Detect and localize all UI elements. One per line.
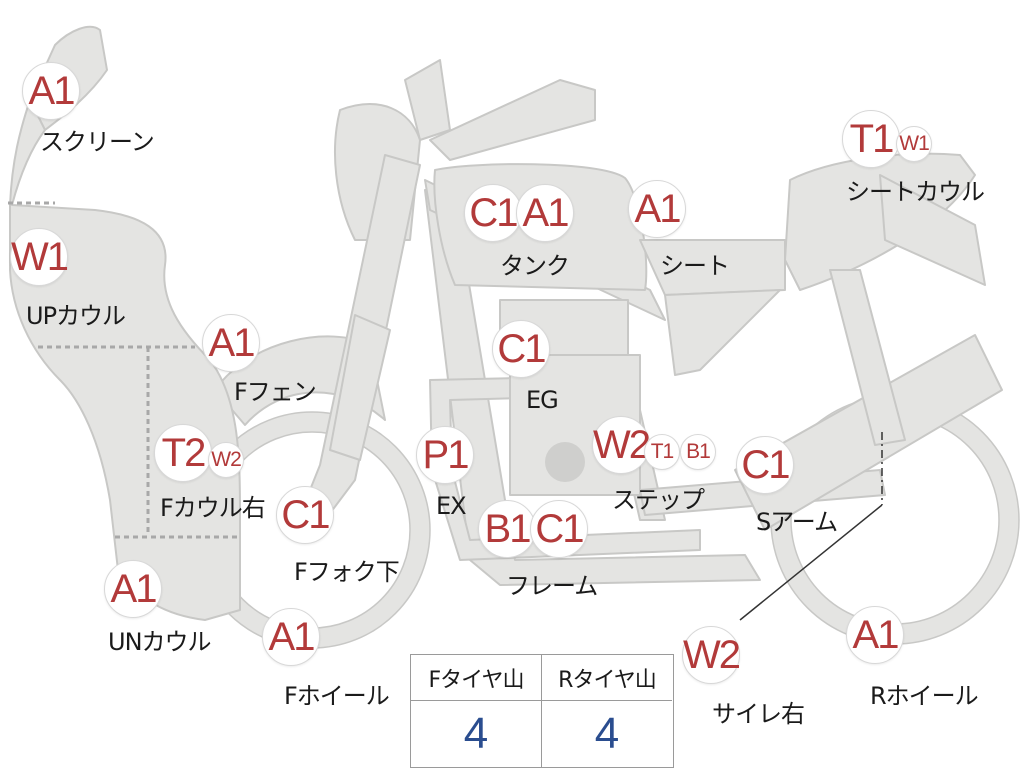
engine-badge-c1[interactable]: C1: [492, 320, 550, 378]
frame-badge-c1[interactable]: C1: [530, 500, 588, 558]
f-cowl-right-label: Fカウル右: [160, 494, 266, 522]
silencer-right-badge-w2[interactable]: W2: [682, 626, 741, 684]
r-wheel-badge-a1[interactable]: A1: [846, 606, 904, 664]
engine-label: EG: [526, 386, 559, 414]
f-fender-label: Fフェン: [234, 378, 317, 406]
seat-shape: [639, 239, 786, 296]
rear-tire-header: Rタイヤ山: [542, 655, 672, 701]
exhaust-label: EX: [436, 492, 467, 520]
swingarm-shape: [734, 334, 1003, 531]
step-label: ステップ: [612, 486, 705, 514]
screen-badge-a1[interactable]: A1: [22, 62, 80, 120]
step-badge-w2[interactable]: W2: [592, 416, 651, 474]
f-fork-lower-badge-c1[interactable]: C1: [276, 486, 334, 544]
seat-cowl-badge-w1[interactable]: W1: [896, 126, 932, 162]
tank-badge-a1[interactable]: A1: [516, 184, 574, 242]
frame-badge-b1[interactable]: B1: [478, 500, 536, 558]
seat-cowl-badge-t1[interactable]: T1: [842, 110, 900, 168]
tank-label: タンク: [500, 252, 570, 280]
f-wheel-badge-a1[interactable]: A1: [262, 608, 320, 666]
silencer-right-label: サイレ右: [712, 700, 805, 728]
frame-label: フレーム: [506, 572, 598, 600]
seat-badge-a1[interactable]: A1: [628, 180, 686, 238]
step-badge-t1[interactable]: T1: [644, 434, 680, 470]
f-cowl-right-badge-w2[interactable]: W2: [208, 442, 244, 478]
step-badge-b1[interactable]: B1: [680, 434, 716, 470]
seat-label: シート: [660, 252, 730, 280]
r-wheel-label: Rホイール: [870, 682, 979, 710]
up-cowl-label: UPカウル: [26, 302, 126, 330]
s-arm-badge-c1[interactable]: C1: [736, 436, 794, 494]
f-cowl-right-badge-t2[interactable]: T2: [154, 424, 212, 482]
f-fork-lower-label: Fフォク下: [294, 558, 400, 586]
s-arm-label: Sアーム: [756, 508, 838, 536]
screen-label: スクリーン: [40, 128, 155, 156]
front-tire-value: 4: [463, 709, 489, 758]
seat-cowl-label: シートカウル: [846, 178, 985, 206]
tire-tread-table: Fタイヤ山 Rタイヤ山 4 4: [410, 654, 674, 768]
tank-badge-c1[interactable]: C1: [464, 184, 522, 242]
un-cowl-badge-a1[interactable]: A1: [104, 560, 162, 618]
f-wheel-label: Fホイール: [284, 682, 390, 710]
exhaust-badge-p1[interactable]: P1: [416, 426, 474, 484]
un-cowl-label: UNカウル: [108, 628, 212, 656]
table-divider: [541, 655, 542, 767]
up-cowl-badge-w1[interactable]: W1: [10, 228, 69, 286]
f-fender-badge-a1[interactable]: A1: [202, 314, 260, 372]
cowl-shape: [9, 99, 241, 621]
front-tire-header: Fタイヤ山: [411, 655, 541, 701]
rear-tire-value: 4: [594, 709, 620, 758]
